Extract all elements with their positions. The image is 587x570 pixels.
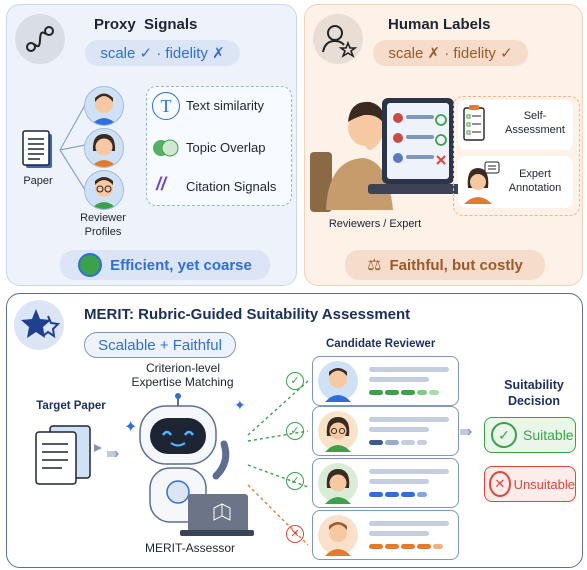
candidate-3-score-bar xyxy=(385,492,399,497)
candidate-1-text-line xyxy=(369,367,449,372)
input-arrow: ⇛ xyxy=(106,446,120,463)
human-title: Human Labels xyxy=(388,16,491,33)
candidate-4-score-bar xyxy=(401,544,415,549)
decision-arrow: ⇛ xyxy=(459,424,473,441)
overlap-icon xyxy=(153,139,179,157)
candidate-1-score-bar xyxy=(417,390,427,395)
candidate-3-score-bar xyxy=(417,492,427,497)
unsuitable-badge: ✕ Unsuitable xyxy=(484,466,576,502)
candidate-1-score-bar xyxy=(429,390,439,395)
candidate-3-text-line xyxy=(369,479,429,484)
matching-label-1: Criterion-level xyxy=(145,361,221,375)
decision-label-1: Suitability xyxy=(504,378,564,392)
citation-icon: // xyxy=(156,174,167,194)
unsuitable-cross-icon: ✕ xyxy=(489,471,511,497)
expert-avatar-icon xyxy=(464,161,500,204)
svg-text:✦: ✦ xyxy=(234,397,246,413)
signal-citation: Citation Signals xyxy=(186,179,277,194)
human-caption: Reviewers / Expert xyxy=(328,218,422,230)
candidate-card-1 xyxy=(312,356,459,406)
decision-label-2: Decision xyxy=(507,394,561,408)
candidate-2-text-line xyxy=(369,427,429,432)
assessor-label: MERIT-Assessor xyxy=(144,541,235,555)
human-icon xyxy=(313,14,363,64)
scale-icon: ⚖ xyxy=(367,257,382,274)
expert-label-1: Expert xyxy=(519,168,551,180)
candidate-4-score-bar xyxy=(369,544,383,549)
text-icon: T xyxy=(152,92,180,120)
candidate-2-avatar xyxy=(318,411,358,452)
candidate-4-score-bar xyxy=(433,544,443,549)
target-paper-icon xyxy=(35,425,102,485)
candidate-1-check-icon: ✓ xyxy=(286,372,304,390)
candidate-4-text-line xyxy=(369,521,449,526)
candidate-1-score-bar xyxy=(369,390,383,395)
reviewer-label-2: Profiles xyxy=(84,226,122,238)
paper-label: Paper xyxy=(23,175,53,187)
candidate-4-text-line xyxy=(369,531,429,536)
proxy-tags: scale ✓ · fidelity ✗ xyxy=(85,40,240,66)
candidate-3-avatar xyxy=(318,463,358,504)
svg-text:✦: ✦ xyxy=(124,419,137,436)
human-footer-text: Faithful, but costly xyxy=(389,256,523,274)
candidate-2-score-bar xyxy=(401,440,415,445)
candidate-1-score-bar xyxy=(385,390,399,395)
paper-icon xyxy=(22,130,58,177)
proxy-footer-text: Efficient, yet coarse xyxy=(110,256,252,274)
human-methods-box xyxy=(453,96,580,216)
candidate-4-score-bar xyxy=(417,544,431,549)
proxy-footer: Efficient, yet coarse xyxy=(60,250,270,280)
candidate-3-score-bar xyxy=(369,492,383,497)
reviewer-avatar-3 xyxy=(84,170,124,210)
signal-topic-overlap: Topic Overlap xyxy=(186,140,266,155)
matching-label-2: Expertise Matching xyxy=(131,375,234,389)
candidate-3-text-line xyxy=(369,469,449,474)
self-assessment-label-2: Assessment xyxy=(505,124,565,136)
clipboard-icon xyxy=(463,105,485,141)
efficiency-icon xyxy=(78,253,103,277)
candidate-4-avatar xyxy=(318,515,358,556)
candidate-3-check-icon: ✓ xyxy=(286,472,304,490)
candidate-2-score-bar xyxy=(417,440,427,445)
candidate-2-text-line xyxy=(369,417,449,422)
candidate-2-check-icon: ✓ xyxy=(286,422,304,440)
target-paper-label: Target Paper xyxy=(36,400,106,412)
reviewer-avatar-1 xyxy=(84,86,124,126)
candidate-connectors xyxy=(247,380,309,546)
merit-star-icon xyxy=(14,300,64,350)
candidate-card-3 xyxy=(312,458,459,508)
candidate-4-cross-icon: ✕ xyxy=(286,525,304,543)
merit-pill: Scalable + Faithful xyxy=(84,332,236,358)
human-footer: ⚖ Faithful, but costly xyxy=(345,250,545,280)
candidate-4-score-bar xyxy=(385,544,399,549)
self-assessment-label-1: Self- xyxy=(523,110,547,122)
proxy-icon xyxy=(15,14,65,64)
candidate-header: Candidate Reviewer xyxy=(326,338,436,350)
expert-label-2: Annotation xyxy=(508,182,562,194)
candidate-1-avatar xyxy=(318,361,358,402)
suitable-check-icon: ✓ xyxy=(491,422,517,448)
reviewer-avatar-2 xyxy=(84,128,124,168)
candidate-3-score-bar xyxy=(401,492,415,497)
candidate-1-text-line xyxy=(369,377,429,382)
signal-text-similarity: Text similarity xyxy=(186,98,265,113)
human-tags: scale ✗ · fidelity ✓ xyxy=(373,40,528,66)
candidate-2-score-bar xyxy=(369,440,383,445)
proxy-title: Proxy Signals xyxy=(94,16,198,33)
unsuitable-text: Unsuitable xyxy=(513,476,575,492)
reviewer-at-laptop-illustration xyxy=(310,98,458,212)
suitable-badge: ✓ Suitable xyxy=(484,417,576,453)
candidate-1-score-bar xyxy=(401,390,415,395)
suitable-text: Suitable xyxy=(523,427,574,443)
reviewer-label-1: Reviewer xyxy=(80,212,126,224)
merit-assessor-robot: ✦ ✦ xyxy=(124,393,254,536)
candidate-card-2 xyxy=(312,406,459,456)
merit-title: MERIT: Rubric-Guided Suitability Assessm… xyxy=(84,306,411,323)
candidate-card-4 xyxy=(312,510,459,560)
candidate-2-score-bar xyxy=(385,440,399,445)
